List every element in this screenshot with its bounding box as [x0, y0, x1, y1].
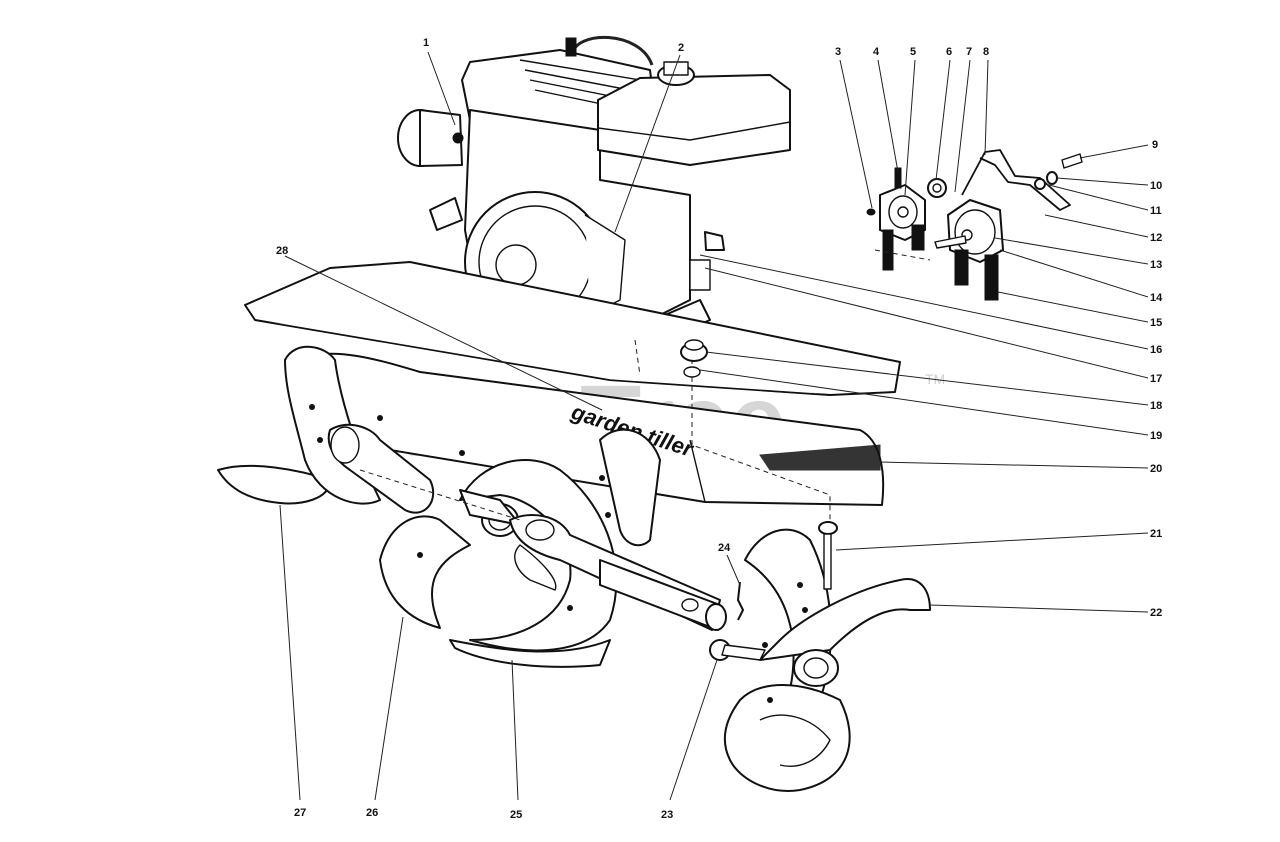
- callout-2: 2: [678, 42, 684, 54]
- callout-10: 10: [1150, 180, 1162, 192]
- assembly-lines: [359, 249, 931, 521]
- callout-4: 4: [873, 46, 880, 58]
- callout-23: 23: [661, 809, 673, 821]
- pivot-bushing: [680, 339, 708, 378]
- callout-6: 6: [946, 46, 952, 58]
- callout-19: 19: [1150, 430, 1162, 442]
- callout-12: 12: [1150, 232, 1162, 244]
- callout-8: 8: [983, 46, 989, 58]
- pulley-assembly: [866, 149, 1083, 301]
- callout-numbers: 1 2 3 4 5 6 7 8 9 10 11 12 13 14 15 16 1…: [276, 37, 1163, 821]
- tines-right: [709, 521, 931, 792]
- callout-16: 16: [1150, 344, 1162, 356]
- callout-24: 24: [718, 542, 731, 554]
- callout-7: 7: [966, 46, 972, 58]
- callout-13: 13: [1150, 259, 1162, 271]
- callout-22: 22: [1150, 607, 1162, 619]
- callout-11: 11: [1150, 205, 1162, 217]
- callout-17: 17: [1150, 373, 1162, 385]
- callout-20: 20: [1150, 463, 1162, 475]
- callout-3: 3: [835, 46, 841, 58]
- callout-15: 15: [1150, 317, 1162, 329]
- callout-5: 5: [910, 46, 916, 58]
- callout-25: 25: [510, 809, 522, 821]
- callout-18: 18: [1150, 400, 1162, 412]
- engine: [397, 35, 791, 351]
- callout-26: 26: [366, 807, 378, 819]
- callout-21: 21: [1150, 528, 1162, 540]
- tine-shaft: [459, 489, 727, 631]
- callout-28: 28: [276, 245, 288, 257]
- callout-9: 9: [1152, 139, 1158, 151]
- leader-lines: [279, 51, 1149, 801]
- tines-left: [217, 345, 661, 668]
- callout-1: 1: [423, 37, 429, 49]
- callout-27: 27: [294, 807, 306, 819]
- callout-14: 14: [1150, 292, 1163, 304]
